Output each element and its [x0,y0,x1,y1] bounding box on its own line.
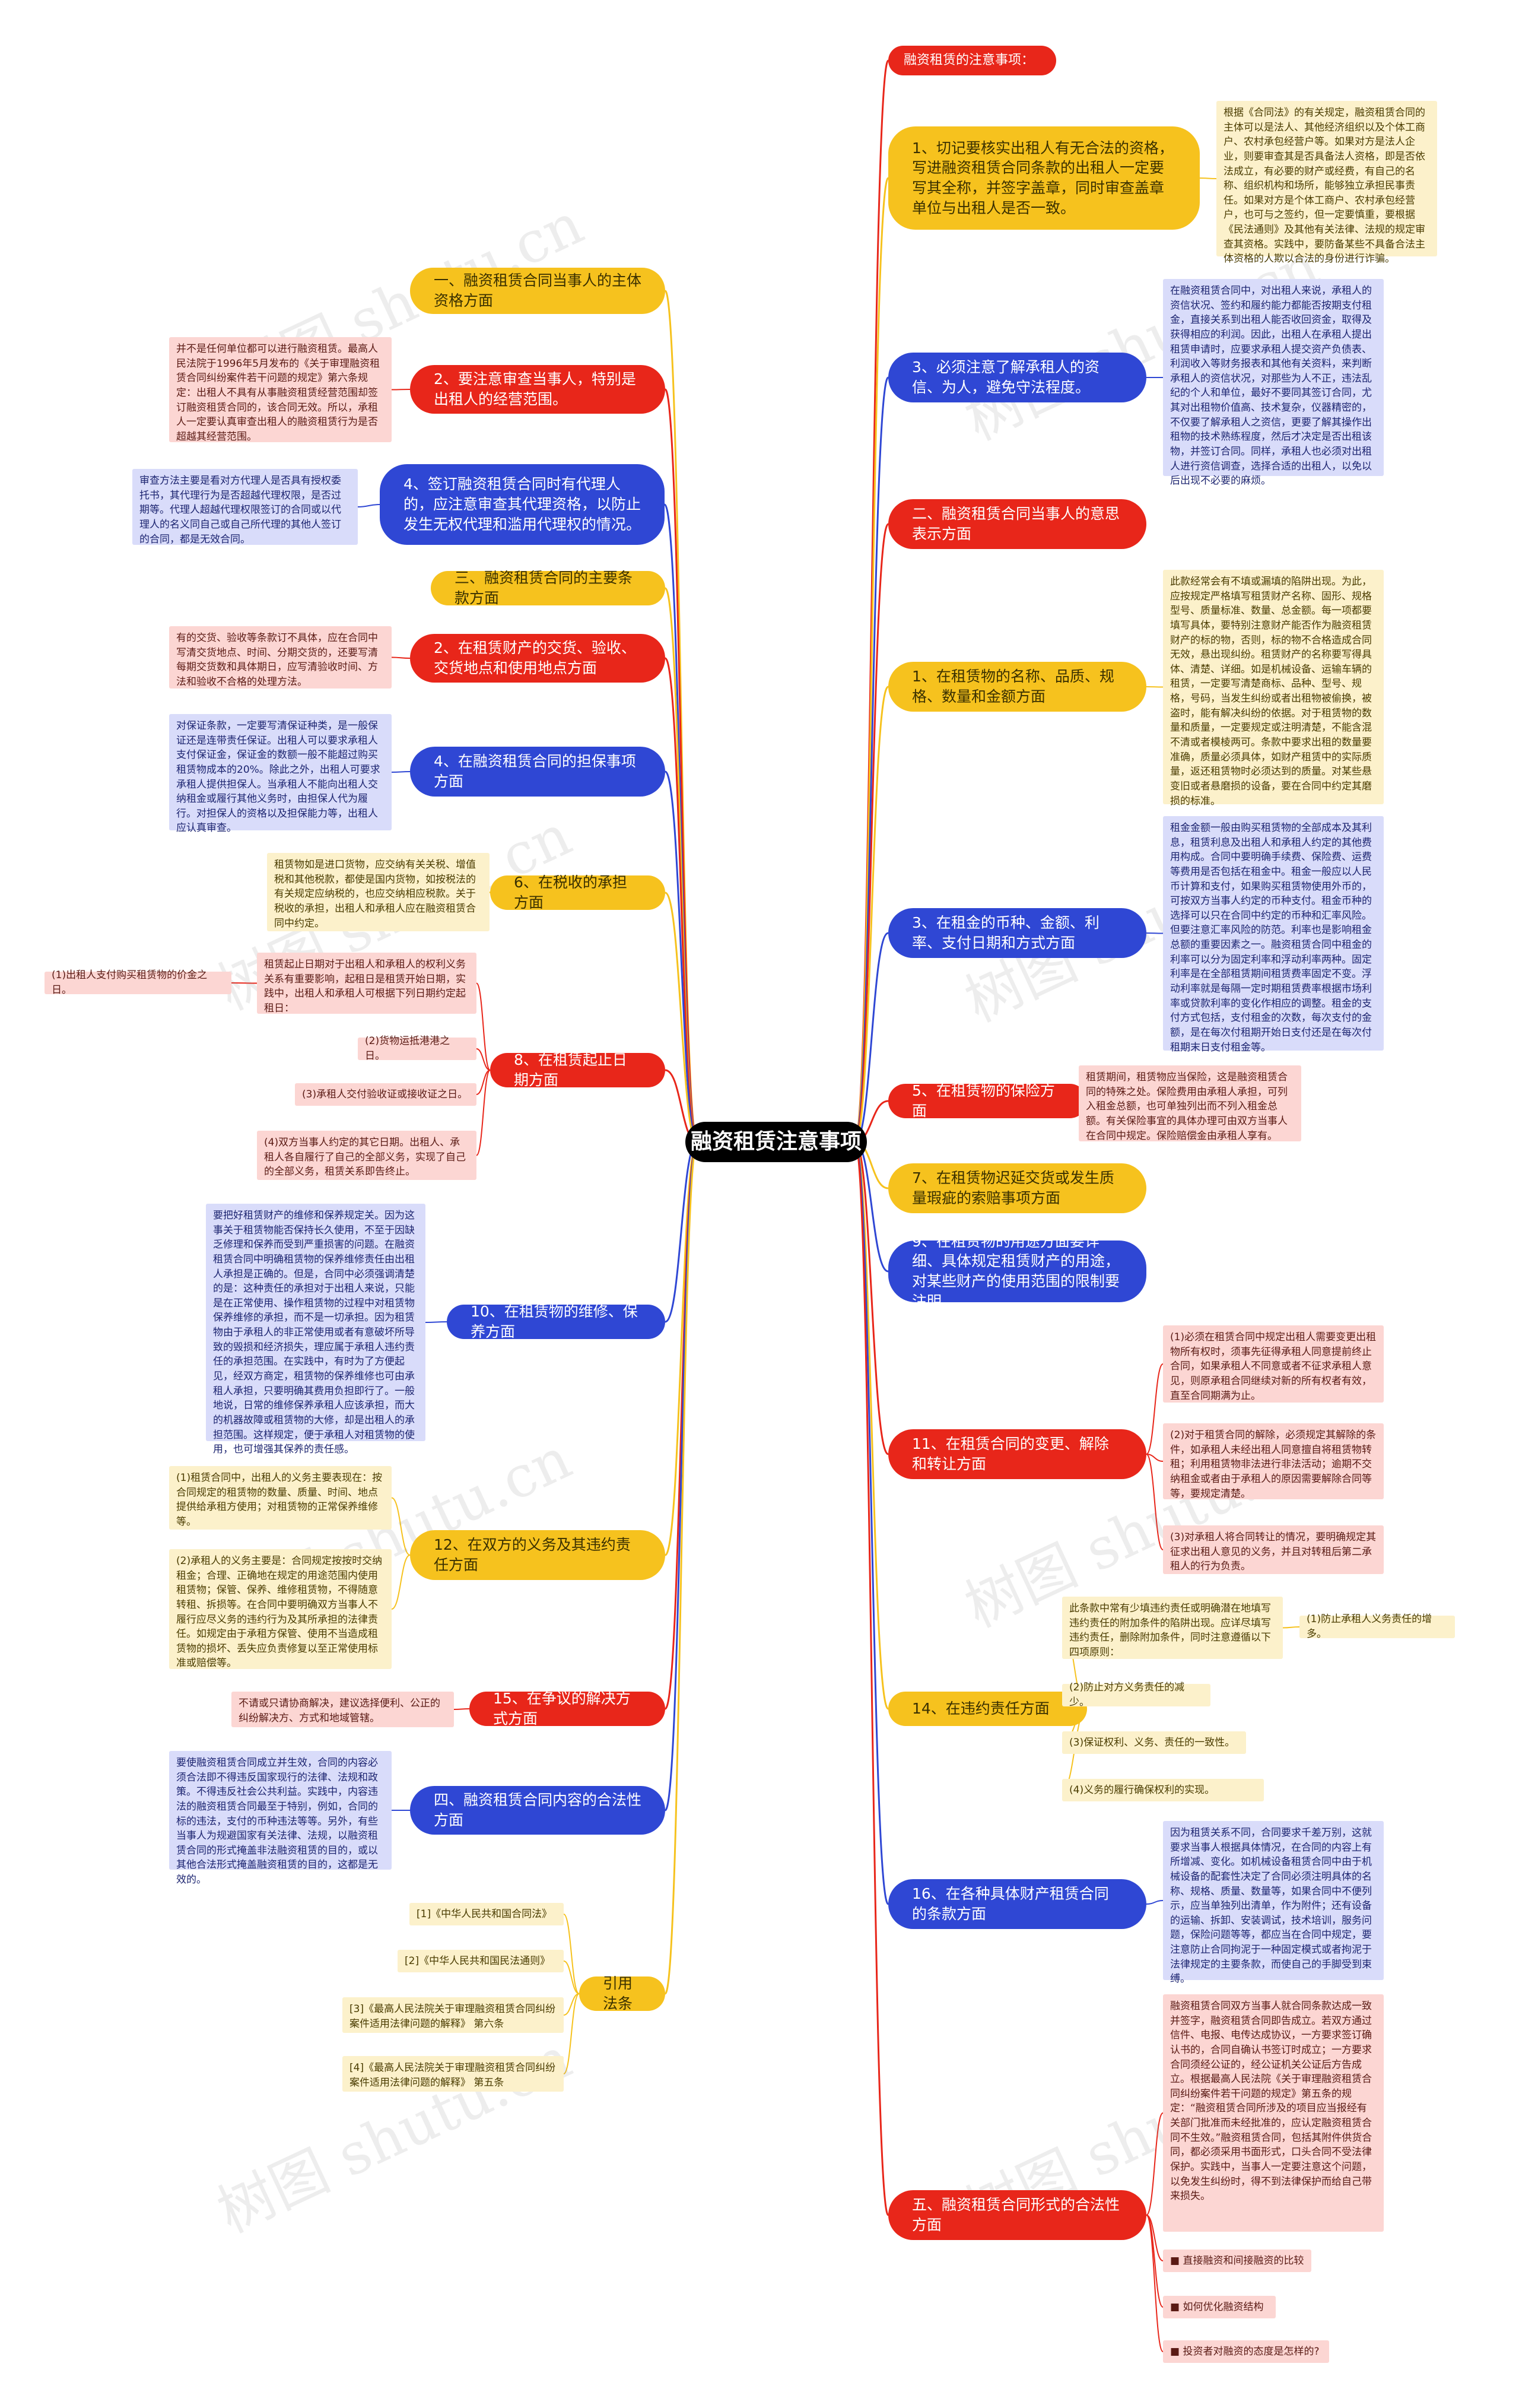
connector-branch-note [1146,1454,1164,1550]
root-topic[interactable]: 融资租赁注意事项 [685,1122,867,1162]
note-insurance: 租赁期间，租赁物应当保险，这是融资租赁合同的特殊之处。保险费用由承租人承担，可列… [1079,1065,1301,1142]
connector-branch-note [1146,1363,1164,1455]
note-general-principles: [2]《中华人民共和国民法通则》 [398,1950,564,1972]
branch-liability[interactable]: 14、在违约责任方面 [888,1692,1087,1726]
note-arrival-date: (2)货物运抵港港之日。 [358,1035,476,1062]
note-specific-terms: 因为租赁关系不同，合同要求千差万别，这就要求当事人根据具体情况，在合同的内容上有… [1163,1821,1384,1985]
note-goods-details: 此款经常会有不填或漏填的陷阱出现。为此，应按规定严格填写租赁财产名称、固形、规格… [1163,570,1384,807]
link-investor-attitude[interactable]: ■ 投资者对融资的态度是怎样的? [1163,2340,1329,2363]
connector-branch-note [391,656,411,659]
link-direct-indirect-financing[interactable]: ■ 直接融资和间接融资的比较 [1163,2250,1311,2272]
connector-root-branch [854,523,889,1143]
branch-delivery-acceptance[interactable]: 2、在租赁财产的交货、验收、交货地点和使用地点方面 [410,634,665,683]
branch-dispute-resolution[interactable]: 15、在争议的解决方式方面 [469,1690,665,1727]
connector-branch-note [1146,2215,1164,2352]
note-form-legality: 融资租赁合同双方当事人就合同条款达成一致并签字，融资租赁合同即告成立。若双方通过… [1163,1994,1384,2232]
note-tax: 租赁物如是进口货物，应交纳有关关税、增值税和其他税款，都使是国内货物，如按税法的… [267,853,490,931]
connector-branch-note [476,1048,491,1071]
branch-tax[interactable]: 6、在税收的承担方面 [490,874,665,911]
note-guarantee: 对保证条款，一定要写清保证种类，是一般保证还是连带责任保证。出租人可以要求承租人… [169,714,392,834]
connector-root-branch [854,1141,889,1905]
branch-precautions-header[interactable]: 融资租赁的注意事项： [888,46,1056,75]
note-lessee-obligations: (2)承租人的义务主要是：合同规定按按时交纳租金；合理、正确地在规定的用途范围内… [169,1549,392,1669]
connector-note-subnote [1282,1626,1300,1629]
note-liability-increase: (1)防止承租人义务责任的增多。 [1299,1613,1455,1640]
note-delivery-acceptance: 有的交货、验收等条款订不具体，应在合同中写清交货地点、时间、分期交货的，还要写清… [169,626,392,689]
note-dispute-resolution: 不请或只请协商解决，建议选择便利、公正的纠纷解决方、方式和地域管辖。 [231,1692,454,1727]
note-rent-payment: 租金金额一般由购买租赁物的全部成本及其利息，租赁利息及出租人和承租人约定的其他费… [1163,816,1384,1054]
note-acceptance-date: (3)承租人交付验收证或接收证之日。 [295,1083,476,1106]
note-maintenance: 要把好租赁财产的维修和保养规定关。因为这事关于租赁物能否保持长久使用，不至于因缺… [206,1204,425,1455]
note-content-legality: 要使融资租赁合同成立并生效，合同的内容必须合法即不得违反国家现行的法律、法规和政… [169,1751,392,1886]
note-judicial-interpretation-5: [4]《最高人民法院关于审理融资租赁合同纠纷案件适用法律问题的解释》 第五条 [342,2056,564,2092]
connector-root-branch [854,1141,889,1455]
connector-branch-note [1146,932,1164,934]
branch-delay-claims[interactable]: 7、在租赁物迟延交货或发生质量瑕疵的索赔事项方面 [888,1163,1146,1213]
link-optimize-financing[interactable]: ■ 如何优化融资结构 [1163,2296,1276,2318]
note-liability-principles: 此条款中常有少填违约责任或明确潜在地填写违约责任的附加条件的陷阱出现。应详尽填写… [1062,1597,1283,1659]
branch-insurance[interactable]: 5、在租赁物的保险方面 [888,1082,1087,1119]
note-price-payment-date: (1)出租人支付购买租赁物的价金之日。 [45,969,231,996]
note-transfer: (3)对承租人将合同转让的情况，要明确规定其征求出租人意见的义务，并且对转租后第… [1163,1525,1384,1574]
note-ownership-change: (1)必须在租赁合同中规定出租人需要变更出租物所有权时，须事先征得承租人同意提前… [1163,1325,1384,1403]
connector-branch-note [563,1960,580,1994]
branch-specific-terms[interactable]: 16、在各种具体财产租赁合同的条款方面 [888,1879,1146,1929]
note-lessor-business-scope: 并不是任何单位都可以进行融资租赁。最高人民法院于1996年5月发布的《关于审理融… [169,337,392,443]
connector-branch-note [476,982,491,1071]
branch-rent-payment[interactable]: 3、在租金的币种、金额、利率、支付日期和方式方面 [888,908,1146,958]
connector-root-branch [664,1141,698,1995]
branch-maintenance[interactable]: 10、在租赁物的维修、保养方面 [447,1303,665,1340]
branch-lease-period[interactable]: 8、在租赁起止日期方面 [490,1051,665,1089]
note-other-date: (4)双方当事人约定的其它日期。出租人、承租人各自履行了自己的全部义务，实现了自… [257,1131,476,1180]
branch-main-terms[interactable]: 三、融资租赁合同的主要条款方面 [431,569,665,607]
connector-branch-note [391,389,411,391]
connector-root-branch [854,686,889,1143]
branch-change-termination[interactable]: 11、在租赁合同的变更、解除和转让方面 [888,1429,1146,1479]
branch-verify-lessor[interactable]: 1、切记要核实出租人有无合法的资格，写进融资租赁合同条款的出租人一定要写其全称，… [888,126,1200,230]
branch-lessee-credit[interactable]: 3、必须注意了解承租人的资信、为人，避免守法程度。 [888,353,1146,402]
connector-branch-note [1146,2112,1164,2216]
branch-guarantee[interactable]: 4、在融资租赁合同的担保事项方面 [410,747,665,797]
note-verify-lessor: 根据《合同法》的有关规定，融资租赁合同的主体可以是法人、其他经济组织以及个体工商… [1216,101,1437,265]
branch-content-legality[interactable]: 四、融资租赁合同内容的合法性方面 [410,1786,665,1835]
branch-cited-laws[interactable]: 引用法条 [579,1975,665,2012]
connector-branch-note [563,1993,580,2074]
branch-form-legality[interactable]: 五、融资租赁合同形式的合法性方面 [888,2190,1146,2240]
branch-intent-expression[interactable]: 二、融资租赁合同当事人的意思表示方面 [888,499,1146,549]
connector-root-branch [854,1141,889,2216]
connector-root-branch [664,1141,698,1811]
note-liability-reduce: (2)防止对方义务责任的减少。 [1062,1682,1210,1708]
connector-root-branch [664,770,698,1143]
connector-branch-note [1199,177,1217,179]
branch-lessor-business-scope[interactable]: 2、要注意审查当事人，特别是出租人的经营范围。 [410,365,665,414]
connector-branch-note [357,504,380,507]
note-lessor-obligations: (1)租赁合同中，出租人的义务主要表现在：按合同规定的租赁物的数量、质量、时间、… [169,1466,392,1530]
connector-branch-note [1146,1454,1164,1462]
connector-branch-note [1146,2215,1164,2308]
note-lessee-credit: 在融资租赁合同中，对出租人来说，承租人的资信状况、签约和履约能力都能否按期支付租… [1163,279,1384,487]
connector-branch-note [391,1497,411,1556]
connector-root-branch [854,177,889,1143]
note-termination-conditions: (2)对于租赁合同的解除，必须规定其解除的条件，如承租人未经出租人同意擅自将租赁… [1163,1423,1384,1500]
branch-usage[interactable]: 9、在租赁物的用途方面要详细、具体规定租赁财产的用途，对某些财产的使用范围的限制… [888,1233,1146,1310]
connector-branch-note [476,1070,491,1156]
branch-subject-qualification[interactable]: 一、融资租赁合同当事人的主体资格方面 [410,268,665,314]
connector-branch-note [1146,2215,1164,2261]
note-contract-law: [1]《中华人民共和国合同法》 [409,1903,564,1925]
branch-agent-qualification[interactable]: 4、签订融资租赁合同时有代理人的，应注意审查其代理资格，以防止发生无权代理和滥用… [380,464,665,545]
connector-branch-note [563,1914,580,1994]
connector-branch-note [1146,1900,1164,1905]
branch-obligations[interactable]: 12、在双方的义务及其违约责任方面 [410,1530,665,1580]
branch-goods-details[interactable]: 1、在租赁物的名称、品质、规格、数量和金额方面 [888,662,1146,712]
note-liability-consistency: (3)保证权利、义务、责任的一致性。 [1062,1731,1246,1754]
connector-branch-note [391,1554,411,1610]
note-agent-qualification: 审查方法主要是看对方代理人是否具有授权委托书，其代理行为是否超越代理权限，是否过… [132,469,358,545]
note-liability-fulfilment: (4)义务的履行确保权利的实现。 [1062,1779,1264,1801]
note-lease-start-date: 租赁起止日期对于出租人和承租人的权利义务关系有重要影响，起租日是租赁开始日期，实… [257,953,476,1014]
note-judicial-interpretation-6: [3]《最高人民法院关于审理融资租赁合同纠纷案件适用法律问题的解释》 第六条 [342,1997,564,2033]
